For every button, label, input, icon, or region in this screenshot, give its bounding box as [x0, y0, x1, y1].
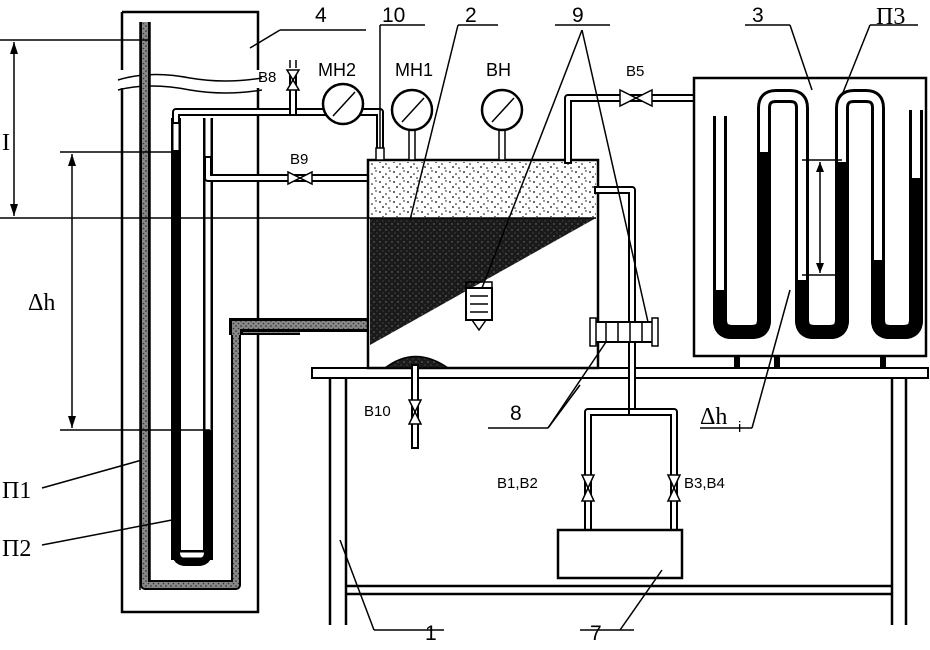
label-1: 1 — [425, 622, 437, 645]
pump-lines — [580, 186, 682, 534]
label-10: 10 — [382, 4, 405, 27]
spray-nozzle — [465, 281, 493, 332]
u-tube-p2 — [171, 118, 213, 566]
label-p3: П3 — [876, 4, 905, 30]
label-dhi-sub: i — [738, 419, 741, 436]
label-vn: ВН — [486, 60, 511, 80]
tank — [366, 147, 600, 370]
label-dh: Δh — [28, 290, 55, 316]
label-2: 2 — [465, 4, 477, 27]
piezometer-tube-p1 — [139, 22, 300, 590]
gauge-vn — [480, 88, 524, 161]
valve-b5 — [619, 88, 638, 108]
manometer-block — [692, 76, 928, 368]
leader-lines — [41, 24, 918, 631]
label-b1b2: В1,В2 — [497, 475, 538, 492]
label-9: 9 — [572, 4, 584, 27]
table-frame — [311, 367, 929, 625]
gauge-mn2 — [321, 82, 365, 126]
label-h: I — [2, 130, 10, 156]
dimension-h — [0, 39, 370, 219]
valve-b9 — [287, 170, 313, 186]
label-dhi: Δh — [700, 404, 727, 430]
gauge-mn1 — [390, 88, 434, 161]
label-b8: В8 — [258, 69, 276, 86]
valve-b8 — [285, 60, 301, 91]
valve-b10 — [407, 364, 423, 449]
label-7: 7 — [590, 622, 602, 645]
label-3: 3 — [752, 4, 764, 27]
label-4: 4 — [315, 4, 327, 27]
label-b10: В10 — [364, 403, 391, 420]
pump — [556, 528, 684, 580]
port-10 — [375, 147, 385, 161]
label-8: 8 — [510, 402, 522, 425]
label-p2: П2 — [2, 536, 31, 562]
label-mn1: МН1 — [395, 60, 433, 80]
drain-pipe — [229, 318, 370, 335]
label-b9: В9 — [290, 151, 308, 168]
dimension-dh — [60, 151, 210, 431]
piezometer-board — [117, 10, 263, 614]
label-p1: П1 — [2, 478, 31, 504]
label-mn2: МН2 — [318, 60, 356, 80]
label-b5: В5 — [626, 63, 644, 80]
label-b3b4: В3,В4 — [684, 475, 725, 492]
